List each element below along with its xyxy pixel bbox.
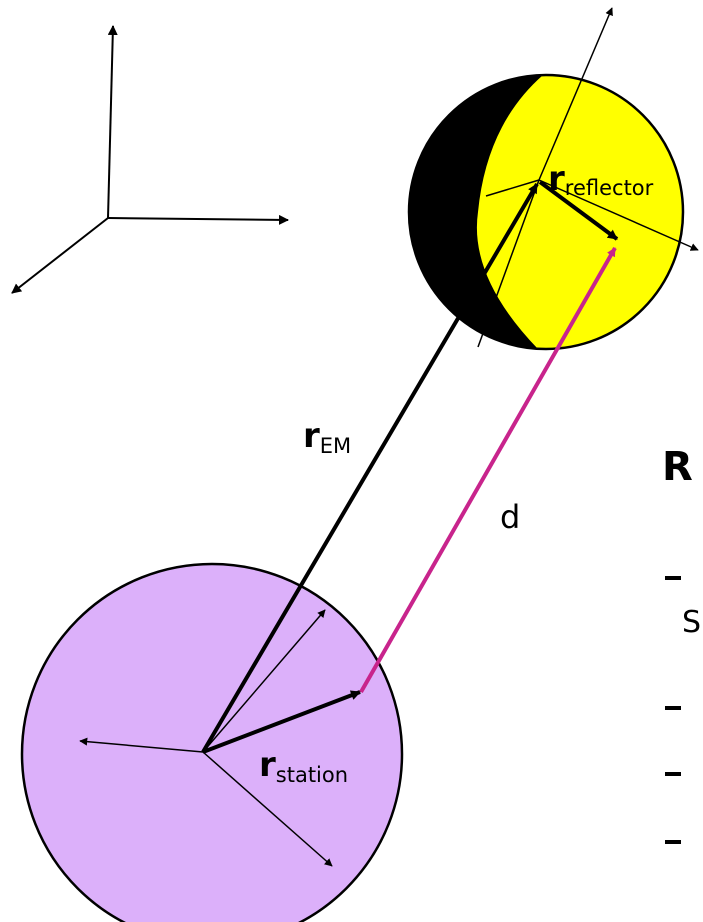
r-station-vector xyxy=(202,690,361,754)
label-r-em: rEM xyxy=(303,416,351,458)
earth-axis-down xyxy=(202,751,333,867)
bullet-dash-2 xyxy=(665,706,681,710)
axis-x xyxy=(11,217,109,294)
label-r-reflector-sub: reflector xyxy=(565,176,654,200)
label-r-reflector: rreflector xyxy=(548,159,654,200)
clipped-text-partial: S xyxy=(682,605,701,640)
label-d: d xyxy=(500,498,520,536)
moon-axis-down xyxy=(477,179,540,348)
axis-y xyxy=(107,214,289,225)
earth-axis-up xyxy=(202,609,326,753)
axis-z xyxy=(107,25,118,219)
moon-axis-right xyxy=(538,179,699,251)
label-r-station-sub: station xyxy=(276,763,348,787)
earth-circle xyxy=(20,562,404,922)
label-r-em-sub: EM xyxy=(320,434,351,458)
moon-axes xyxy=(477,7,699,348)
moon-dark-side xyxy=(409,75,549,349)
d-vector xyxy=(359,247,617,693)
moon xyxy=(407,73,685,351)
label-r-em-main: r xyxy=(303,416,320,456)
earth-axes xyxy=(79,609,333,867)
label-r-station-main: r xyxy=(259,745,276,785)
label-r-station: rstation xyxy=(259,745,348,787)
r-em-vector xyxy=(201,182,539,754)
r-reflector-vector xyxy=(538,180,619,241)
moon-axis-up xyxy=(538,7,613,181)
earth-axis-left xyxy=(79,737,204,753)
bullet-dash-1 xyxy=(665,576,681,580)
moon-axis-left xyxy=(485,179,540,197)
heading-partial: R xyxy=(662,444,693,490)
reference-axes xyxy=(11,25,289,294)
bullet-dash-3 xyxy=(665,772,681,776)
moon-outline xyxy=(407,73,685,351)
label-r-reflector-main: r xyxy=(548,159,565,199)
bullet-dash-4 xyxy=(665,840,681,844)
